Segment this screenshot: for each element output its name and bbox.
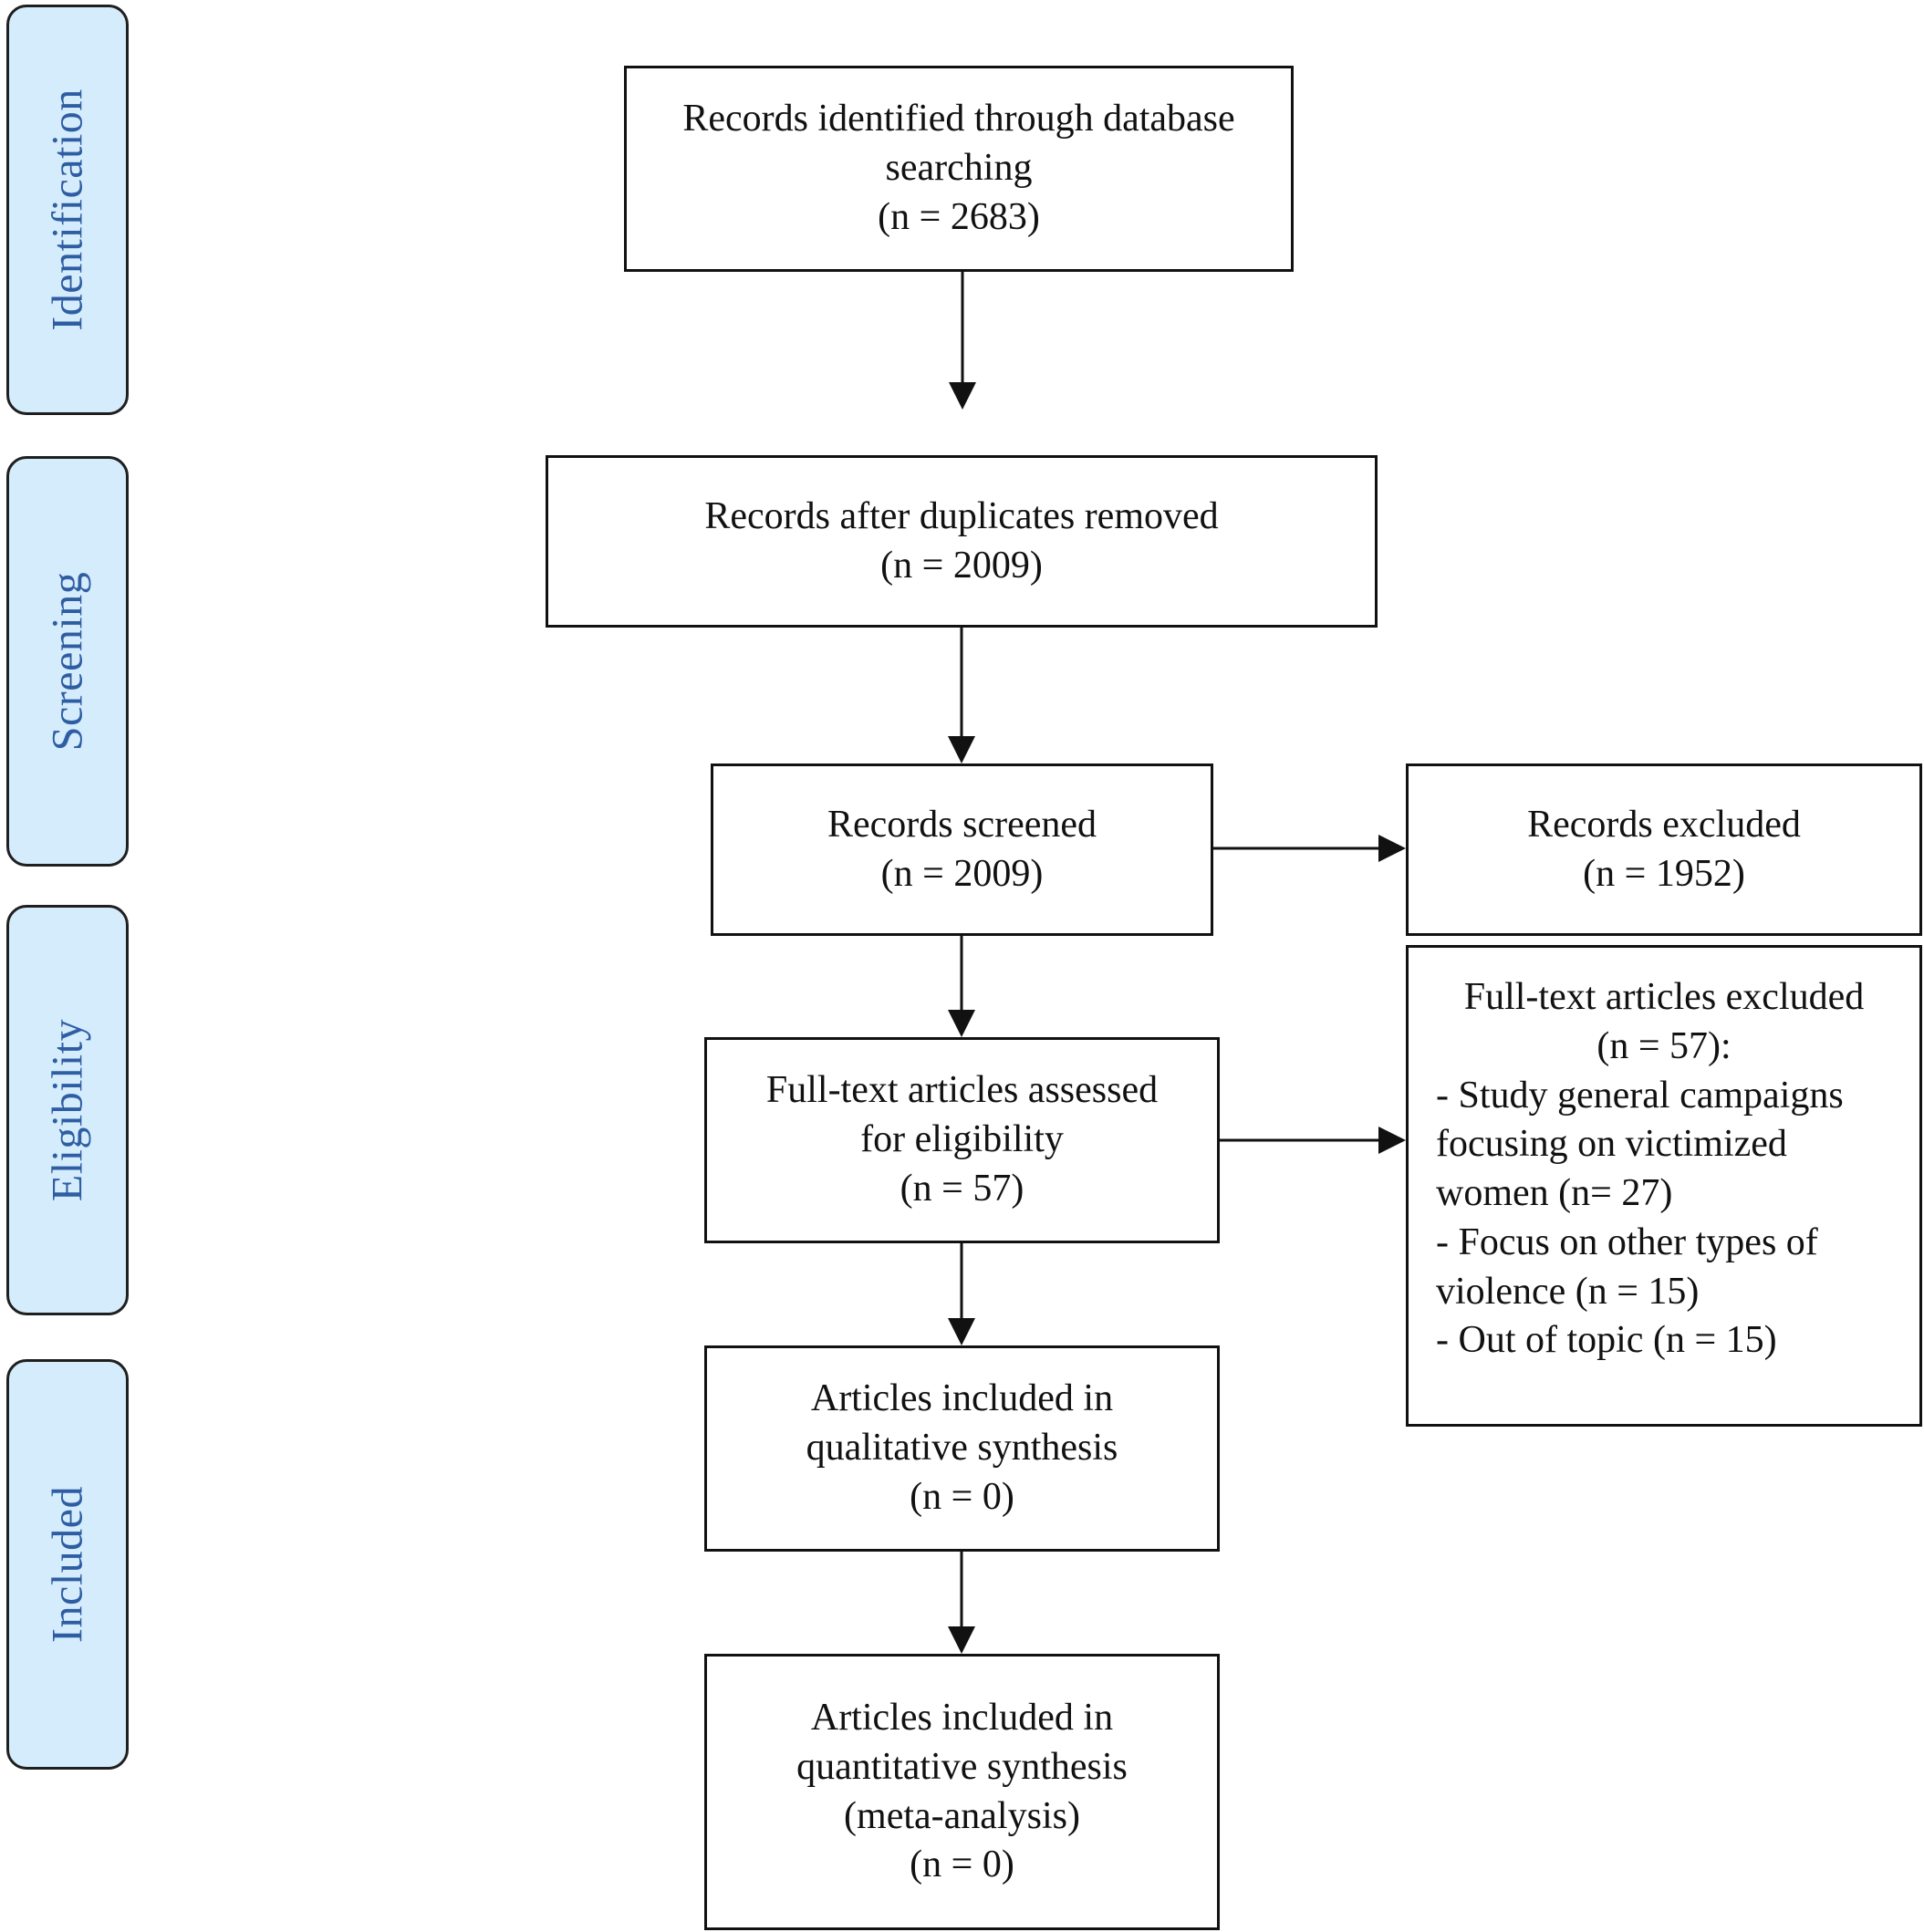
exclusion-reasons-list: - Study general campaigns focusing on vi… — [1436, 1072, 1919, 1366]
stage-screening: Screening — [6, 456, 129, 867]
stage-label-screening: Screening — [43, 571, 92, 752]
duplicates-removed-box: Records after duplicates removed (n = 20… — [546, 455, 1378, 628]
fulltext-excluded-box: Full-text articles excluded (n = 57): - … — [1406, 945, 1922, 1427]
records-excluded-box: Records excluded (n = 1952) — [1406, 763, 1922, 936]
records-excluded-text: Records excluded (n = 1952) — [1527, 803, 1801, 895]
qualitative-synthesis-text: Articles included in qualitative synthes… — [806, 1377, 1118, 1518]
stage-label-eligibility: Eligibility — [43, 1018, 92, 1202]
fulltext-excluded-heading: Full-text articles excluded (n = 57): — [1463, 976, 1865, 1067]
stage-eligibility: Eligibility — [6, 905, 129, 1315]
quantitative-synthesis-text: Articles included in quantitative synthe… — [796, 1697, 1128, 1886]
records-screened-text: Records screened (n = 2009) — [827, 803, 1097, 895]
records-identified-text: Records identified through database sear… — [682, 98, 1235, 238]
stage-identification: Identification — [6, 5, 129, 415]
stage-included: Included — [6, 1359, 129, 1770]
records-identified-box: Records identified through database sear… — [624, 66, 1294, 272]
duplicates-removed-text: Records after duplicates removed (n = 20… — [704, 494, 1219, 587]
exclusion-reason: - Study general campaigns focusing on vi… — [1436, 1074, 1844, 1215]
stage-label-identification: Identification — [43, 88, 92, 331]
exclusion-reason: - Out of topic (n = 15) — [1436, 1319, 1777, 1362]
quantitative-synthesis-box: Articles included in quantitative synthe… — [704, 1654, 1220, 1930]
fulltext-assessed-box: Full-text articles assessed for eligibil… — [704, 1037, 1220, 1243]
qualitative-synthesis-box: Articles included in qualitative synthes… — [704, 1345, 1220, 1552]
exclusion-reason: - Focus on other types of violence (n = … — [1436, 1220, 1818, 1313]
records-screened-box: Records screened (n = 2009) — [711, 763, 1213, 936]
fulltext-assessed-text: Full-text articles assessed for eligibil… — [765, 1069, 1159, 1210]
stage-label-included: Included — [43, 1486, 92, 1643]
